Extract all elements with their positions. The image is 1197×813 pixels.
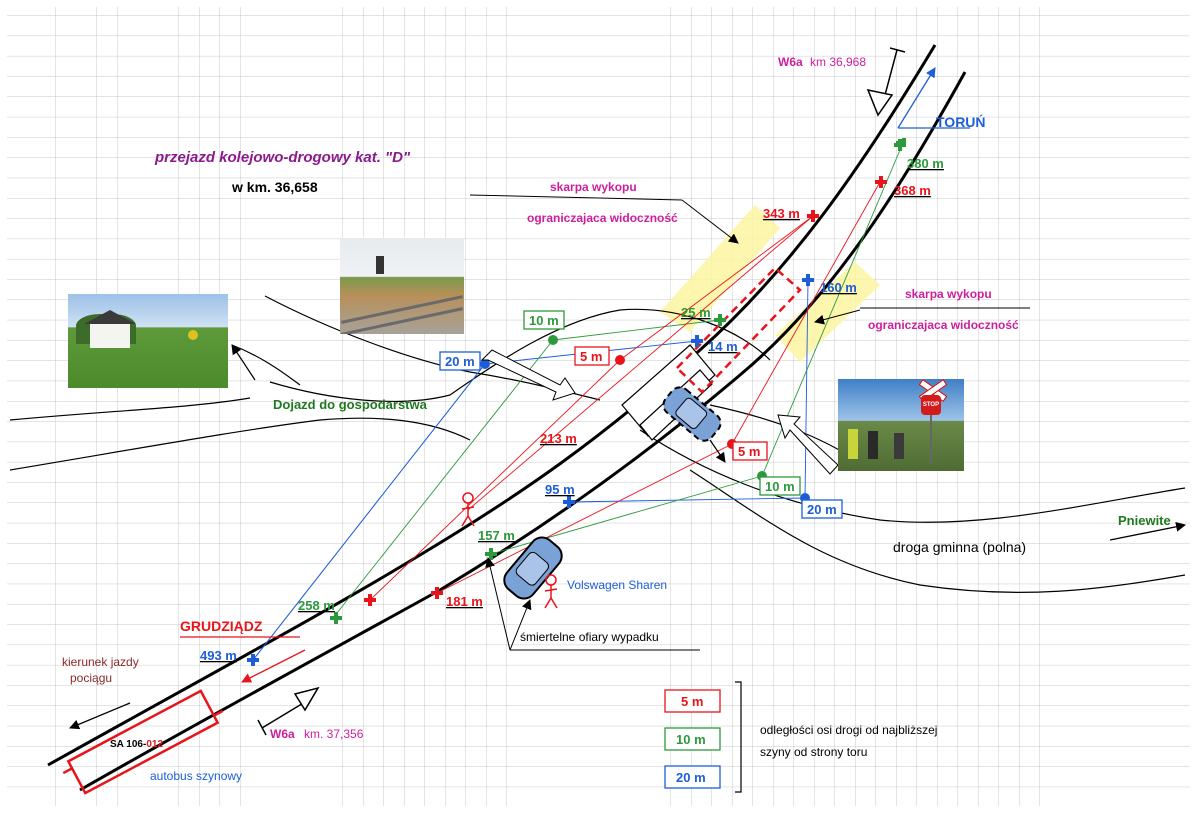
grudziadz-label: GRUDZIĄDZ xyxy=(180,618,263,634)
railbus xyxy=(62,689,224,795)
w6a-top-km: km 36,968 xyxy=(810,55,866,69)
legend-item-20: 20 m xyxy=(676,770,706,785)
municipal-road-edge-1 xyxy=(639,429,1186,523)
pniewite-arrow xyxy=(1109,521,1186,541)
torun-arrow xyxy=(897,67,936,129)
distance-14: 14 m xyxy=(708,339,738,354)
legend-description-1: odległości osi drogi od najbliższej xyxy=(760,723,937,737)
left-road-edge-1 xyxy=(9,397,251,421)
distance-95: 95 m xyxy=(545,482,575,497)
distance-25: 25 m xyxy=(681,305,711,320)
distance-493: 493 m xyxy=(200,648,237,663)
train-position-outline xyxy=(675,266,802,394)
point-blue-left xyxy=(480,359,490,369)
legend-description-2: szyny od strony toru xyxy=(760,745,867,759)
victim-figure-1 xyxy=(461,492,475,527)
legend: 5 m 10 m 20 m xyxy=(664,689,721,789)
slope-2-label-1: skarpa wykopu xyxy=(905,287,992,301)
box-10-right: 10 m xyxy=(765,479,795,494)
crossing-platform xyxy=(621,344,716,437)
victims-label: śmiertelne ofiary wypadku xyxy=(520,630,659,644)
farm-road-edge-2 xyxy=(269,308,771,402)
distance-157: 157 m xyxy=(478,528,515,543)
distance-368: 368 m xyxy=(894,183,931,198)
legend-item-10: 10 m xyxy=(676,732,706,747)
w6a-top-code: W6a xyxy=(778,55,803,69)
stop-sign-icon: STOP xyxy=(921,395,941,415)
point-green-left xyxy=(548,335,558,345)
distance-380: 380 m xyxy=(907,156,944,171)
photo-view-arrow-right xyxy=(777,414,839,475)
legend-bracket xyxy=(735,681,742,793)
w6a-bottom-km: km. 37,356 xyxy=(304,727,364,741)
point-red-left xyxy=(615,355,625,365)
slope-1-label-2: ograniczajaca widoczność xyxy=(527,211,678,225)
observation-crosses xyxy=(247,138,906,666)
victim-figure-2 xyxy=(544,574,558,609)
sight-lines xyxy=(252,149,901,661)
municipal-road-label: droga gminna (polna) xyxy=(893,539,1026,555)
rail-track-right xyxy=(79,71,967,792)
crossing-title: przejazd kolejowo-drogowy kat. "D" xyxy=(154,149,411,166)
box-20-left: 20 m xyxy=(445,354,475,369)
torun-label: TORUŃ xyxy=(936,114,986,130)
pniewite-label: Pniewite xyxy=(1118,513,1171,528)
railbus-id: SA 106-012 xyxy=(110,739,163,750)
farm-access-arrow xyxy=(231,344,256,381)
farm-access-label: Dojazd do gospodarstwa xyxy=(273,397,428,412)
legend-item-5: 5 m xyxy=(681,694,703,709)
distance-160: 160 m xyxy=(820,280,857,295)
train-direction-arrow xyxy=(69,702,131,730)
w6a-sign-top xyxy=(866,47,906,117)
photo-track-view xyxy=(340,238,464,334)
w6a-sign-bottom xyxy=(257,686,320,736)
box-10-left: 10 m xyxy=(529,313,559,328)
grudziadz-arrow xyxy=(241,649,306,683)
rail-track-left xyxy=(47,44,937,767)
distance-181: 181 m xyxy=(446,594,483,609)
photo-crossing-sign: STOP xyxy=(838,379,964,471)
distance-343: 343 m xyxy=(763,206,800,221)
slope-area-1 xyxy=(660,205,780,332)
train-direction-label-1: kierunek jazdy xyxy=(62,655,139,669)
crossing-km: w km. 36,658 xyxy=(231,179,318,195)
box-20-right: 20 m xyxy=(807,502,837,517)
box-5-right: 5 m xyxy=(738,444,760,459)
photo-farm xyxy=(68,294,228,388)
municipal-road-edge-2 xyxy=(689,469,1186,594)
car-label: Volswagen Sharen xyxy=(567,578,667,592)
volkswagen-car xyxy=(503,536,563,600)
photo-view-arrow-left xyxy=(480,349,576,401)
box-5-left: 5 m xyxy=(580,349,602,364)
slope-1-label-1: skarpa wykopu xyxy=(550,180,637,194)
slope-2-label-2: ograniczajaca widoczność xyxy=(868,318,1019,332)
train-direction-label-2: pociągu xyxy=(70,671,112,685)
slope-area-2 xyxy=(775,262,880,362)
railbus-label: autobus szynowy xyxy=(150,769,242,783)
distance-213: 213 m xyxy=(540,431,577,446)
left-road-edge-2 xyxy=(9,417,471,471)
car-at-crossing xyxy=(662,386,722,442)
w6a-bottom-code: W6a xyxy=(270,727,295,741)
distance-258: 258 m xyxy=(298,598,335,613)
